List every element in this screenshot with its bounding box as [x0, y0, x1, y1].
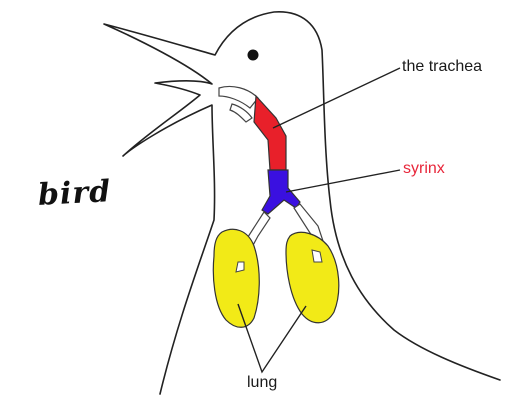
bird-label: bird — [37, 174, 112, 213]
right-lung — [286, 232, 339, 322]
eye-icon — [248, 50, 259, 61]
lung-label: lung — [247, 374, 277, 392]
trachea-label: the trachea — [402, 58, 482, 76]
trachea-leader-line — [273, 68, 400, 128]
upper-airway — [219, 86, 258, 108]
syrinx-label: syrinx — [403, 160, 445, 178]
left-bronchus-tip — [236, 262, 244, 272]
syrinx-leader-line — [286, 170, 400, 192]
left-lung — [213, 229, 259, 327]
trachea — [254, 96, 286, 170]
